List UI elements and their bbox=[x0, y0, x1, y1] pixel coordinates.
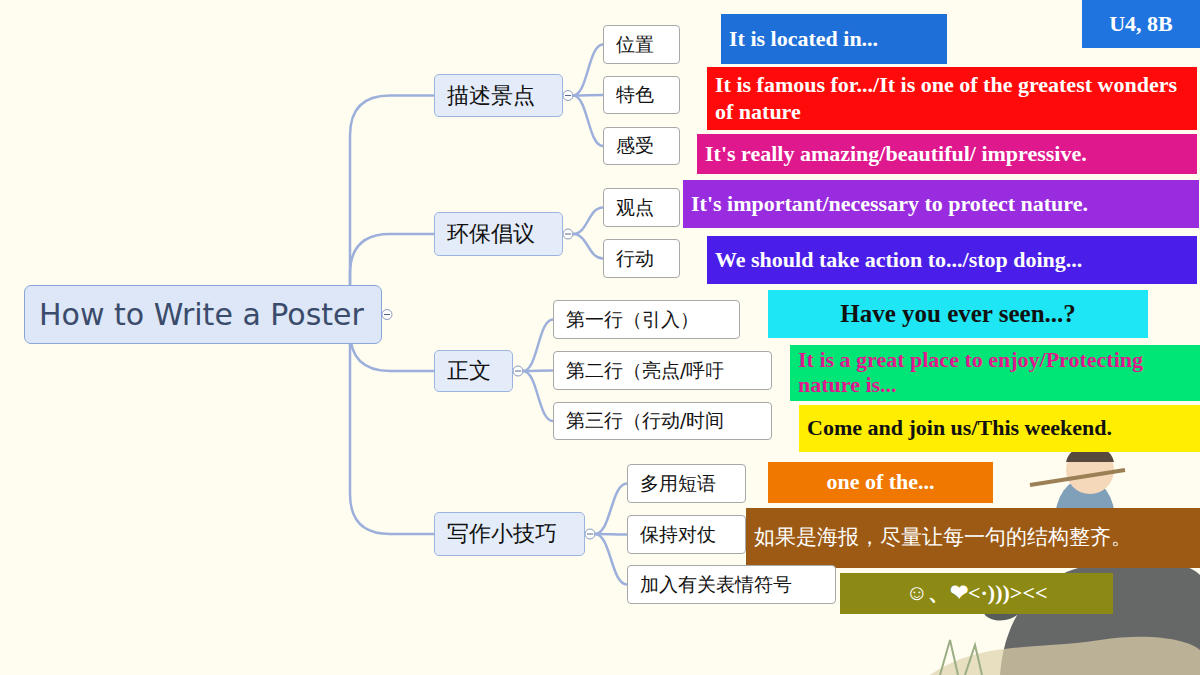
sub-topic: 第三行（行动/时间 bbox=[553, 402, 772, 440]
example-phrase-box: It is a great place to enjoy/Protecting … bbox=[790, 345, 1200, 401]
collapse-toggle bbox=[563, 229, 573, 239]
grass bbox=[940, 640, 982, 675]
branch-connector bbox=[523, 320, 553, 372]
sub-topic: 第一行（引入） bbox=[553, 300, 740, 339]
node-label: 多用短语 bbox=[640, 471, 716, 497]
boy-head bbox=[1066, 446, 1114, 494]
node-label: 第一行（引入） bbox=[566, 307, 699, 333]
node-label: It is located in... bbox=[729, 26, 878, 52]
flute bbox=[1030, 470, 1125, 485]
example-phrase-box: It's really amazing/beautiful/ impressiv… bbox=[697, 134, 1197, 174]
node-label: 观点 bbox=[616, 195, 654, 221]
collapse-minus bbox=[384, 314, 390, 315]
example-phrase-box: Have you ever seen...? bbox=[768, 290, 1148, 338]
node-label: 写作小技巧 bbox=[447, 519, 557, 549]
sub-topic: 第二行（亮点/呼吁 bbox=[553, 351, 772, 390]
branch-topic: 正文 bbox=[434, 350, 513, 392]
branch-connector bbox=[350, 96, 434, 286]
node-label: It's important/necessary to protect natu… bbox=[691, 191, 1088, 217]
collapse-minus bbox=[565, 234, 571, 235]
example-phrase-box: It is located in... bbox=[721, 14, 947, 64]
node-label: It is a great place to enjoy/Protecting … bbox=[798, 348, 1192, 397]
node-label: It's really amazing/beautiful/ impressiv… bbox=[705, 141, 1087, 167]
node-label: 感受 bbox=[616, 133, 654, 159]
branch-connector bbox=[573, 208, 603, 235]
branch-connector bbox=[350, 344, 434, 534]
branch-connector bbox=[350, 234, 434, 285]
node-label: How to Write a Poster bbox=[39, 297, 364, 332]
node-label: 正文 bbox=[447, 356, 491, 386]
node-label: 保持对仗 bbox=[640, 522, 716, 548]
sub-topic: 行动 bbox=[603, 239, 680, 278]
collapse-minus bbox=[515, 371, 521, 372]
node-label: ☺、❤<·)))><< bbox=[906, 580, 1048, 606]
branch-connector bbox=[573, 234, 603, 259]
collapse-toggle bbox=[563, 91, 573, 101]
node-label: 加入有关表情符号 bbox=[640, 572, 792, 598]
example-phrase-box: Come and join us/This weekend. bbox=[799, 405, 1200, 452]
node-label: U4, 8B bbox=[1109, 11, 1173, 37]
node-label: 第二行（亮点/呼吁 bbox=[566, 358, 724, 384]
example-phrase-box: U4, 8B bbox=[1082, 0, 1200, 48]
branch-connector bbox=[595, 484, 627, 535]
sub-topic: 保持对仗 bbox=[627, 515, 746, 554]
node-label: 第三行（行动/时间 bbox=[566, 408, 724, 434]
branch-connector bbox=[523, 371, 553, 421]
node-label: 特色 bbox=[616, 82, 654, 108]
node-label: 位置 bbox=[616, 32, 654, 58]
collapse-toggle bbox=[382, 310, 392, 320]
branch-connector bbox=[595, 534, 627, 585]
node-label: 描述景点 bbox=[447, 81, 535, 111]
branch-connector bbox=[573, 96, 603, 147]
root-topic: How to Write a Poster bbox=[24, 285, 382, 344]
branch-topic: 环保倡议 bbox=[434, 212, 563, 256]
collapse-minus bbox=[587, 534, 593, 535]
sub-topic: 特色 bbox=[603, 76, 680, 114]
sub-topic: 观点 bbox=[603, 188, 680, 227]
node-label: It is famous for.../It is one of the gre… bbox=[715, 72, 1189, 125]
example-phrase-box: It is famous for.../It is one of the gre… bbox=[707, 67, 1197, 130]
sub-topic: 多用短语 bbox=[627, 464, 746, 503]
sub-topic: 加入有关表情符号 bbox=[627, 565, 836, 604]
example-phrase-box: one of the... bbox=[768, 462, 993, 503]
sub-topic: 感受 bbox=[603, 127, 680, 165]
branch-topic: 写作小技巧 bbox=[434, 512, 585, 556]
example-phrase-box: We should take action to.../stop doing..… bbox=[707, 236, 1197, 284]
node-label: 如果是海报，尽量让每一句的结构整齐。 bbox=[754, 524, 1132, 551]
sub-topic: 位置 bbox=[603, 25, 680, 64]
node-label: Have you ever seen...? bbox=[840, 299, 1076, 329]
example-phrase-box: It's important/necessary to protect natu… bbox=[683, 180, 1199, 228]
branch-connector bbox=[573, 45, 603, 96]
node-label: 行动 bbox=[616, 246, 654, 272]
ground bbox=[930, 637, 1200, 675]
example-phrase-box: ☺、❤<·)))><< bbox=[840, 573, 1113, 614]
example-phrase-box: 如果是海报，尽量让每一句的结构整齐。 bbox=[746, 508, 1200, 568]
node-label: 环保倡议 bbox=[447, 219, 535, 249]
collapse-toggle bbox=[585, 529, 595, 539]
node-label: We should take action to.../stop doing..… bbox=[715, 247, 1082, 273]
node-label: one of the... bbox=[826, 469, 934, 495]
branch-topic: 描述景点 bbox=[434, 74, 563, 117]
node-label: Come and join us/This weekend. bbox=[807, 415, 1112, 441]
collapse-toggle bbox=[513, 366, 523, 376]
collapse-minus bbox=[565, 95, 571, 96]
